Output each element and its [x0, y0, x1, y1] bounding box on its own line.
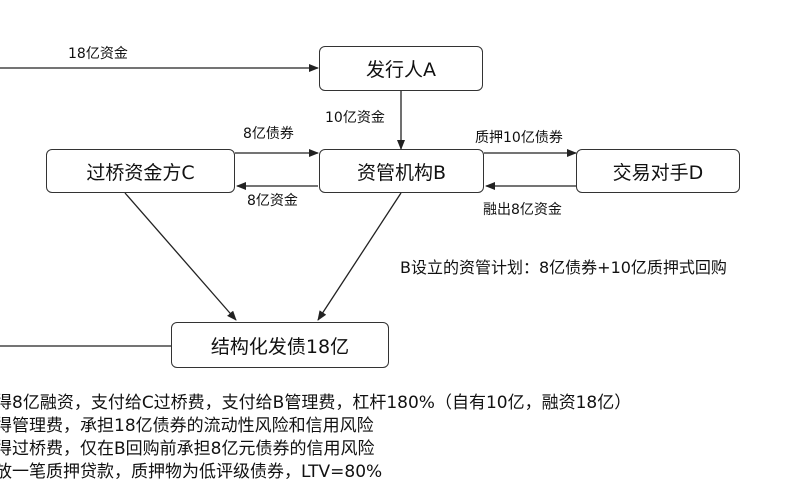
edge-b-to-bond [317, 192, 402, 321]
notes-list: 获得8亿融资，支付给C过桥费，支付给B管理费，杠杆180%（自有10亿，融资18… [0, 392, 631, 484]
label-b-to-c: 8亿资金 [247, 193, 298, 209]
label-b-to-d: 质押10亿债券 [475, 130, 563, 146]
structured-bond-node[interactable]: 结构化发债18亿 [171, 322, 389, 368]
note-line: 发放一笔质押贷款，质押物为低评级债券，LTV=80% [0, 462, 383, 482]
counterparty-node[interactable]: 交易对手D [576, 149, 740, 193]
note-line: 获得过桥费，仅在B回购前承担8亿元债券的信用风险 [0, 439, 375, 459]
label-issuer-to-b: 10亿资金 [325, 110, 385, 126]
label-c-to-b: 8亿债券 [243, 126, 294, 142]
edge-c-to-bond [124, 192, 237, 321]
label-d-to-b: 融出8亿资金 [483, 202, 562, 218]
issuer-node[interactable]: 发行人A [319, 46, 483, 91]
label-funds-to-issuer: 18亿资金 [68, 46, 128, 62]
plan-description: B设立的资管计划：8亿债券+10亿质押式回购 [400, 258, 727, 277]
bridge-funder-node[interactable]: 过桥资金方C [46, 149, 235, 193]
note-line: 获得管理费，承担18亿债券的流动性风险和信用风险 [0, 416, 374, 436]
note-line: 获得8亿融资，支付给C过桥费，支付给B管理费，杠杆180%（自有10亿，融资18… [0, 393, 632, 413]
asset-manager-node[interactable]: 资管机构B [319, 149, 484, 193]
